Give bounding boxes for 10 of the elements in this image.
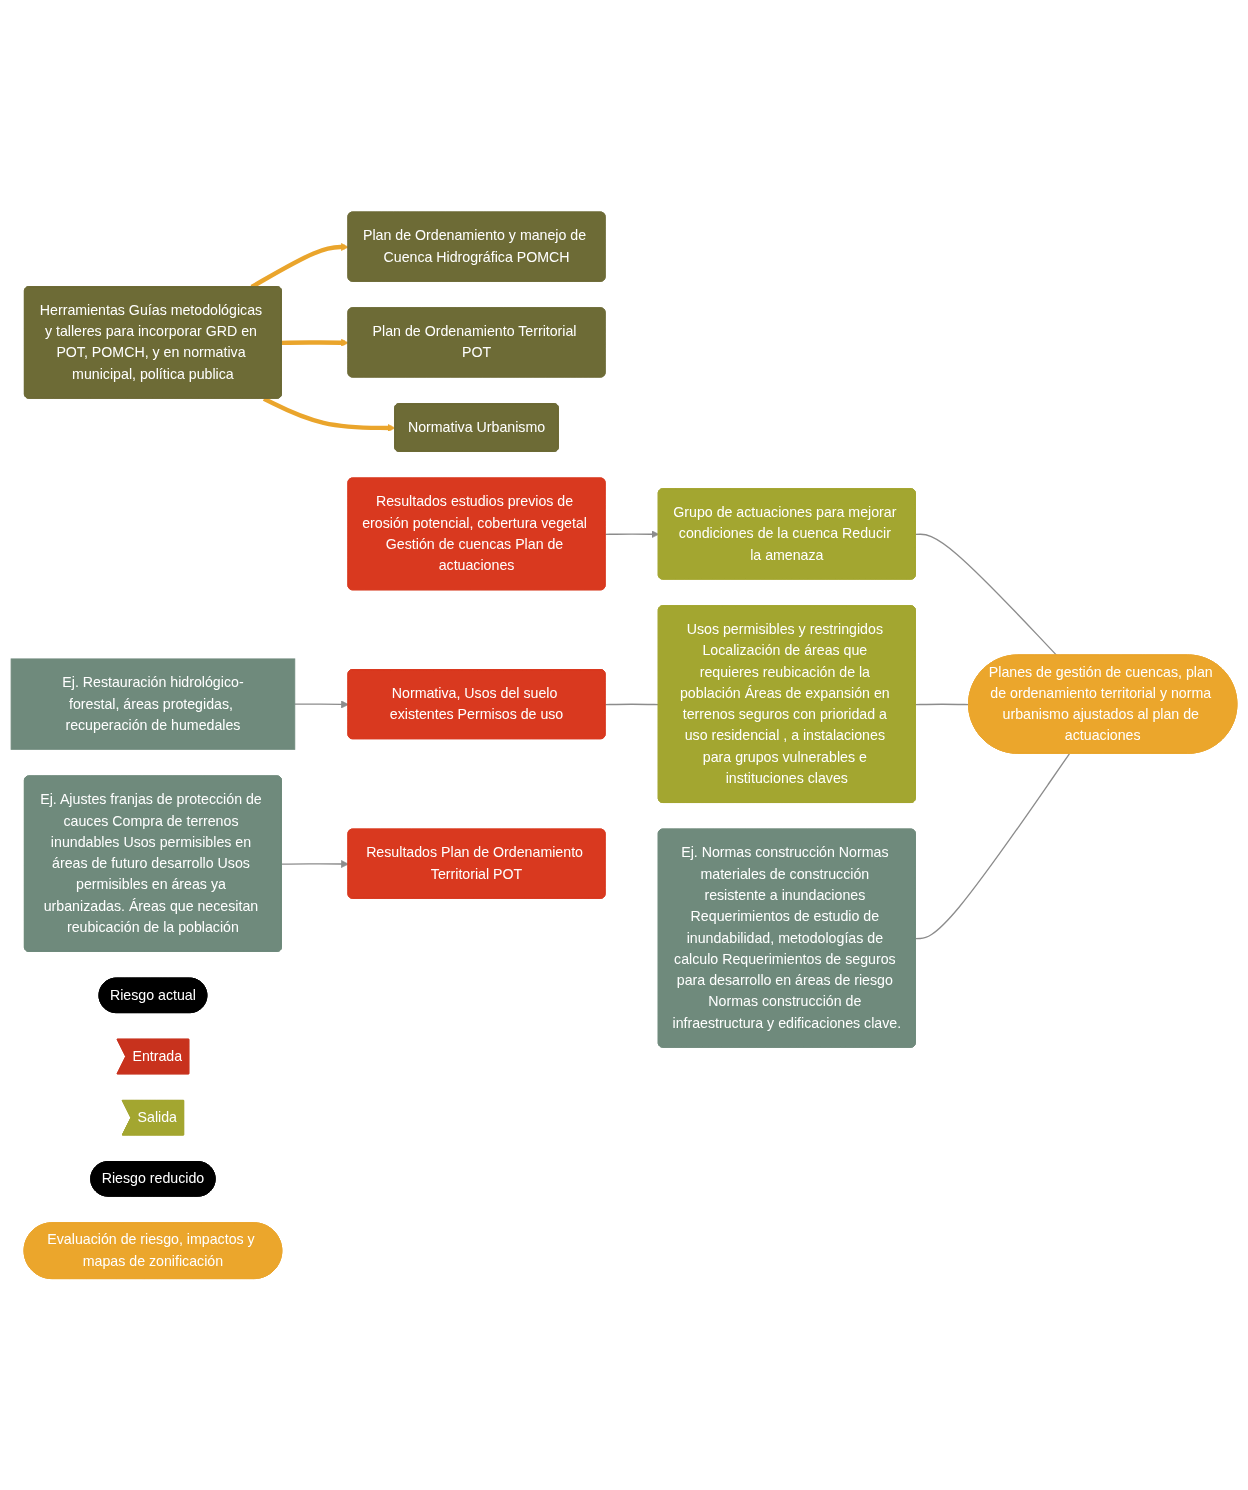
node-box: Ej. Restauración hidrológico-forestal, áreas protegidas, recuperación de humedales <box>10 658 296 750</box>
arrow <box>262 396 396 432</box>
arrow <box>294 700 349 708</box>
arrow <box>281 338 349 347</box>
arrow <box>281 859 349 868</box>
arrow <box>604 530 660 538</box>
connector <box>915 752 1071 939</box>
connector <box>915 703 970 705</box>
connector <box>604 703 660 705</box>
connector <box>915 533 1058 656</box>
